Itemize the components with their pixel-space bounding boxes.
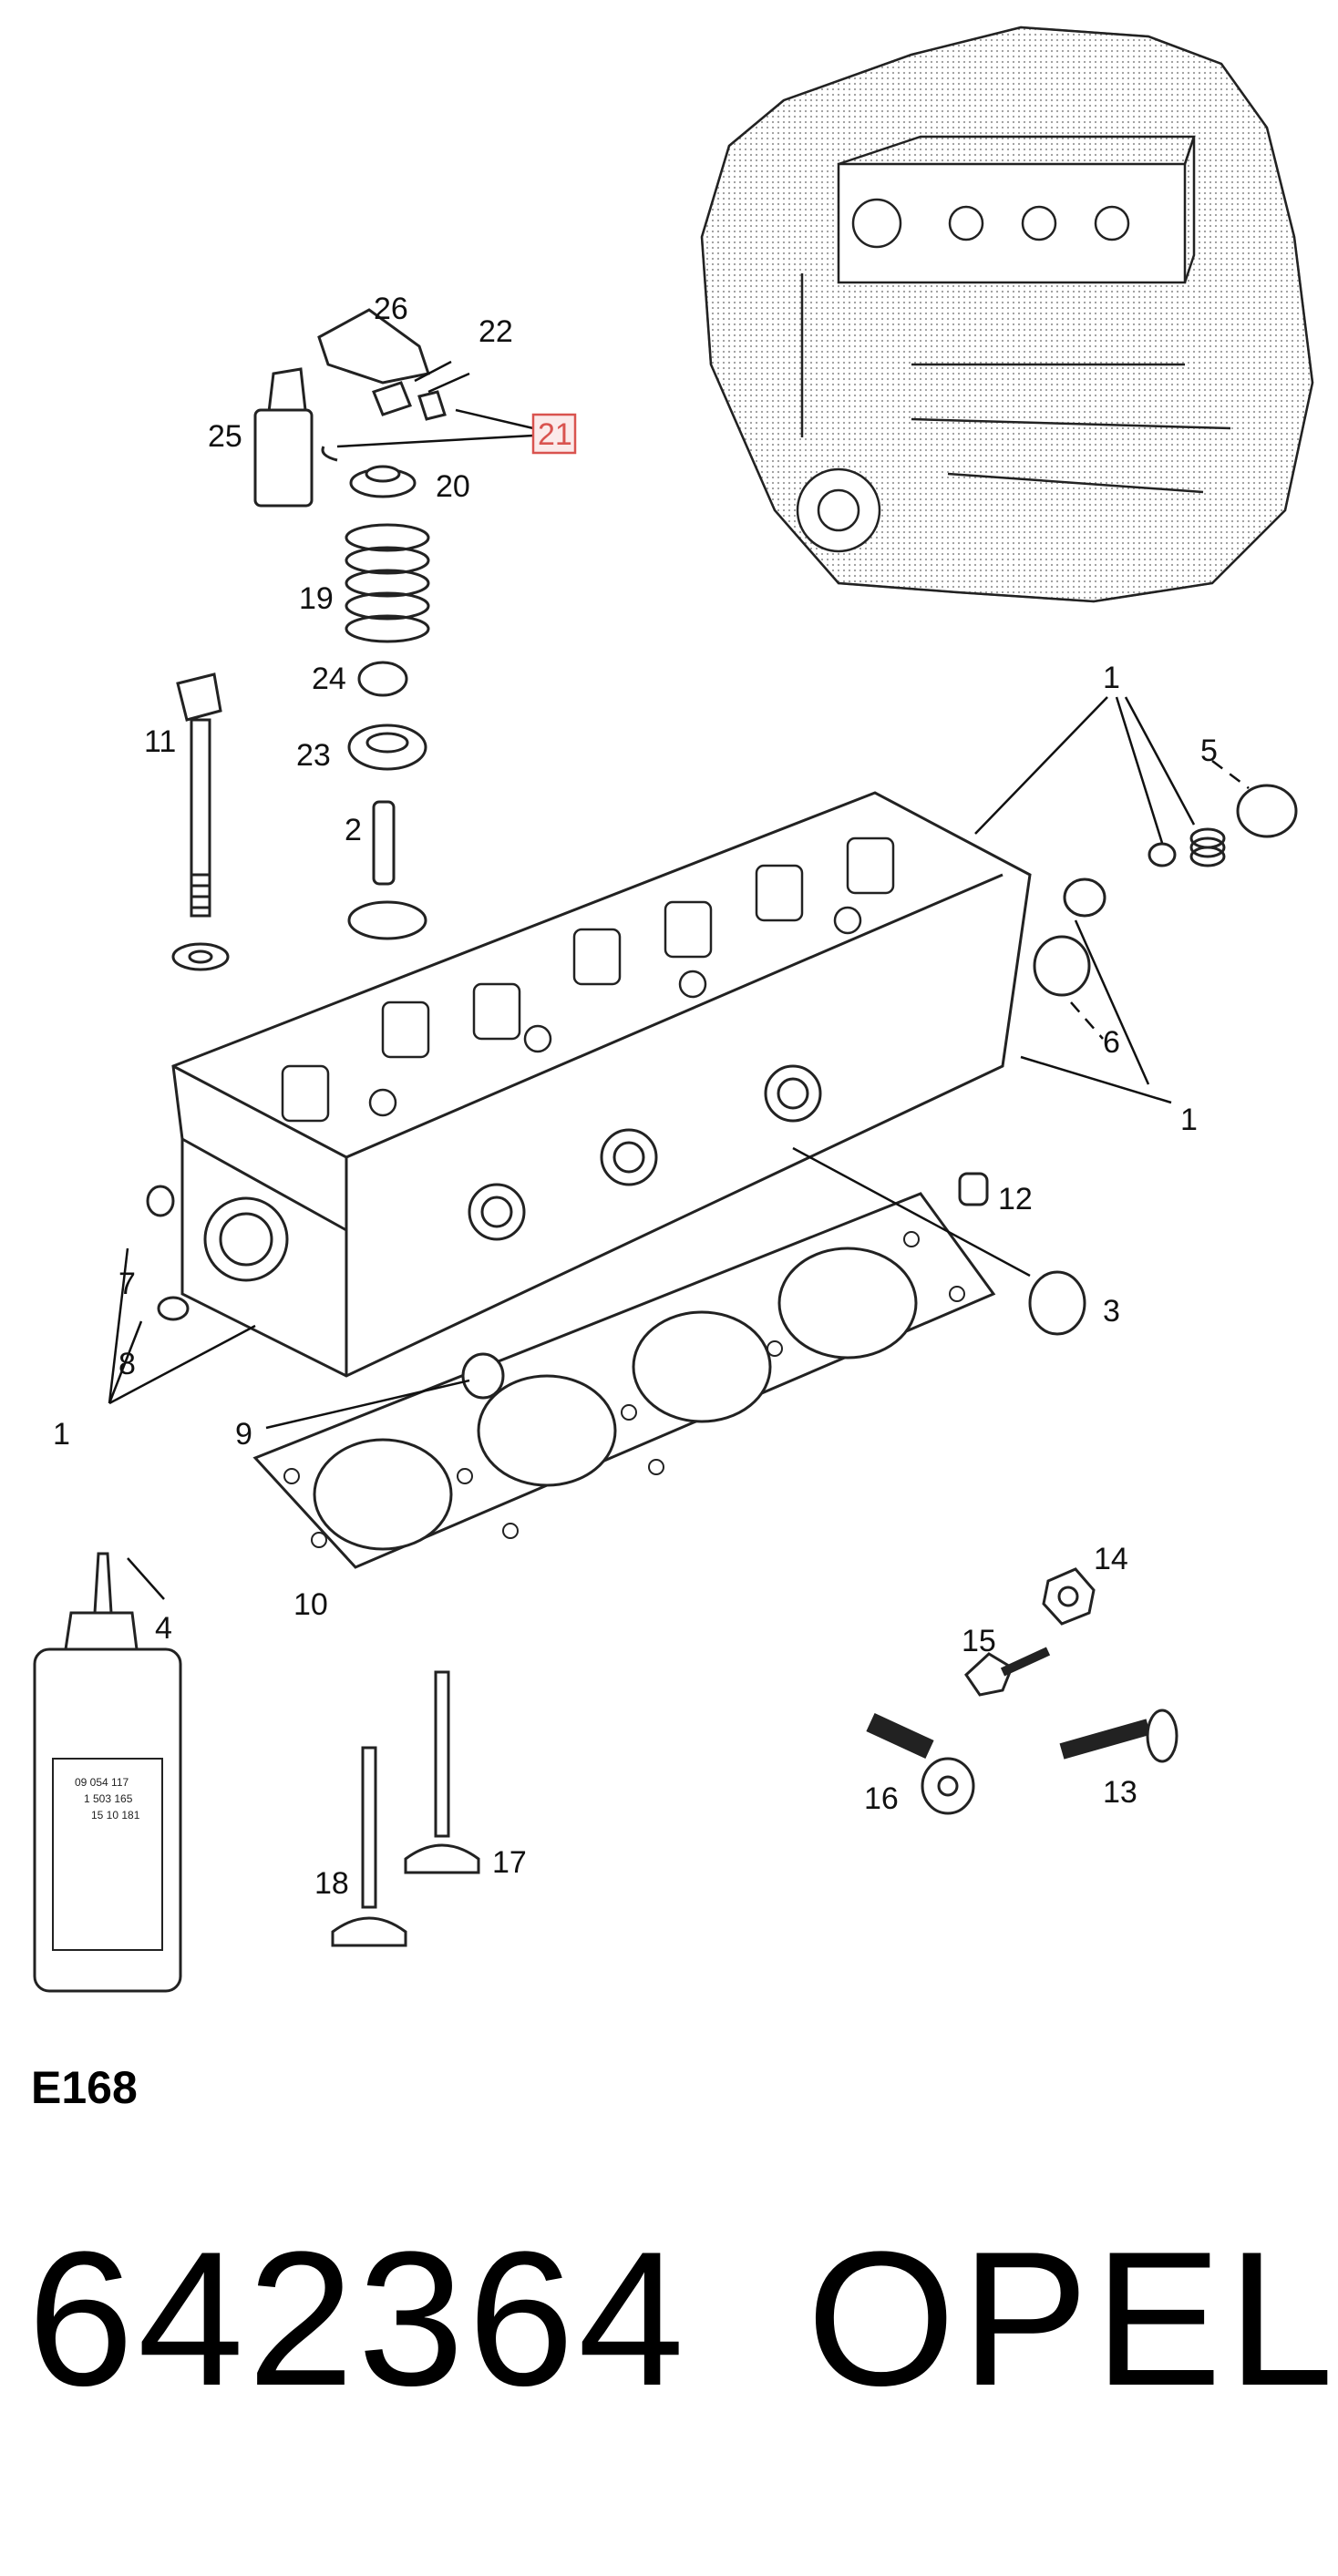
plugs-and-spring [1033,784,1298,997]
callout-20: 20 [436,469,470,504]
callout-1-left: 1 [53,1417,70,1452]
engine-overview-illustration [700,26,1314,603]
fasteners [866,1567,1178,1815]
sealant-tube [33,1552,182,1993]
part-number: 642364 [27,2212,688,2426]
valves [331,1670,480,1947]
callout-3: 3 [1103,1294,1120,1329]
callout-16: 16 [864,1781,899,1816]
callout-14: 14 [1094,1542,1128,1576]
callout-7: 7 [118,1267,136,1301]
callout-labels: 26 22 21 25 20 19 24 23 2 11 1 5 6 1 12 … [53,292,1218,1901]
callout-15: 15 [962,1624,996,1658]
tube-label-line: 15 10 181 [91,1809,140,1822]
tube-label-line: 09 054 117 [75,1776,129,1789]
brand-name: OPEL [807,2212,1338,2426]
plugs-left [146,1172,1086,1400]
callout-24: 24 [312,662,346,696]
callout-4: 4 [155,1611,172,1646]
head-gasket [252,1192,996,1569]
callout-26: 26 [374,292,408,326]
callout-1-top: 1 [1103,661,1120,695]
callout-19: 19 [299,581,334,616]
callout-21-highlighted: 21 [538,417,572,452]
callout-22: 22 [479,314,513,349]
leader-lines [108,360,1250,1600]
diagram-code: E168 [31,2062,138,2113]
callout-10: 10 [293,1587,328,1622]
callout-11: 11 [144,724,176,759]
callout-8: 8 [118,1347,136,1381]
callout-25: 25 [208,419,242,454]
callout-18: 18 [314,1866,349,1901]
valve-train-parts [253,308,447,940]
head-bolt [171,672,230,971]
callout-5: 5 [1200,734,1218,768]
highlight-box [531,413,577,455]
callout-2: 2 [345,813,362,847]
callout-1-right: 1 [1180,1103,1198,1137]
tube-label-line: 1 503 165 [84,1792,133,1805]
callout-9: 9 [235,1417,252,1452]
callout-6: 6 [1103,1025,1120,1060]
cylinder-head [171,791,1032,1378]
callout-13: 13 [1103,1775,1137,1810]
callout-17: 17 [492,1845,527,1880]
tube-label: 09 054 117 1 503 165 15 10 181 [75,1776,140,1822]
callout-12: 12 [998,1182,1033,1216]
callout-23: 23 [296,738,331,773]
